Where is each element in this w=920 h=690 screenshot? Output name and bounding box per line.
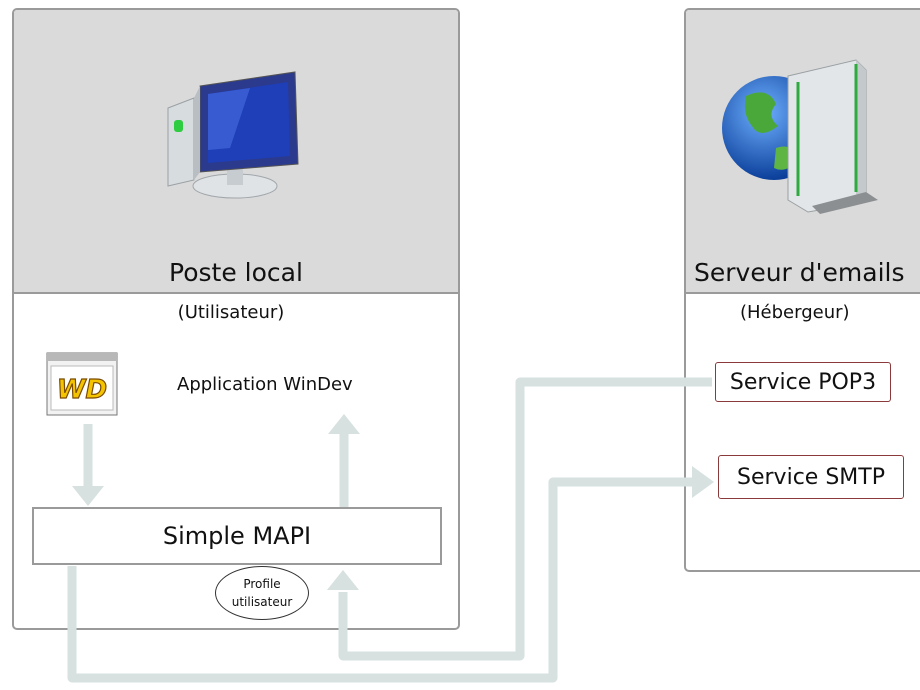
poste-local-header: Poste local xyxy=(14,10,458,294)
poste-local-subtitle: (Utilisateur) xyxy=(177,302,285,323)
windev-icon: WD xyxy=(46,352,118,416)
arrowhead-right-smtp xyxy=(692,466,714,498)
service-pop3-box: Service POP3 xyxy=(715,362,891,402)
arrow-mapi-to-smtp xyxy=(67,477,694,683)
serveur-emails-title: Serveur d'emails xyxy=(694,258,905,287)
svg-text:WD: WD xyxy=(57,375,107,405)
poste-local-title: Poste local xyxy=(169,258,303,287)
arrow-pop3-to-profile xyxy=(338,377,712,661)
arrowhead-up-profile xyxy=(327,570,359,590)
profile-line-1: Profile xyxy=(243,577,281,591)
arrowhead-up-app xyxy=(328,414,360,434)
serveur-emails-header: Serveur d'emails xyxy=(686,10,920,294)
simple-mapi-box: Simple MAPI xyxy=(32,507,442,565)
globe-server-icon xyxy=(722,59,878,214)
computer-icon xyxy=(167,71,299,199)
service-smtp-box: Service SMTP xyxy=(718,455,904,499)
profile-line-2: utilisateur xyxy=(231,595,293,609)
profile-utilisateur: Profile utilisateur xyxy=(215,566,309,620)
application-windev-label: Application WinDev xyxy=(177,374,353,395)
serveur-emails-subtitle: (Hébergeur) xyxy=(740,302,850,323)
arrowhead-down-mapi xyxy=(72,486,104,506)
